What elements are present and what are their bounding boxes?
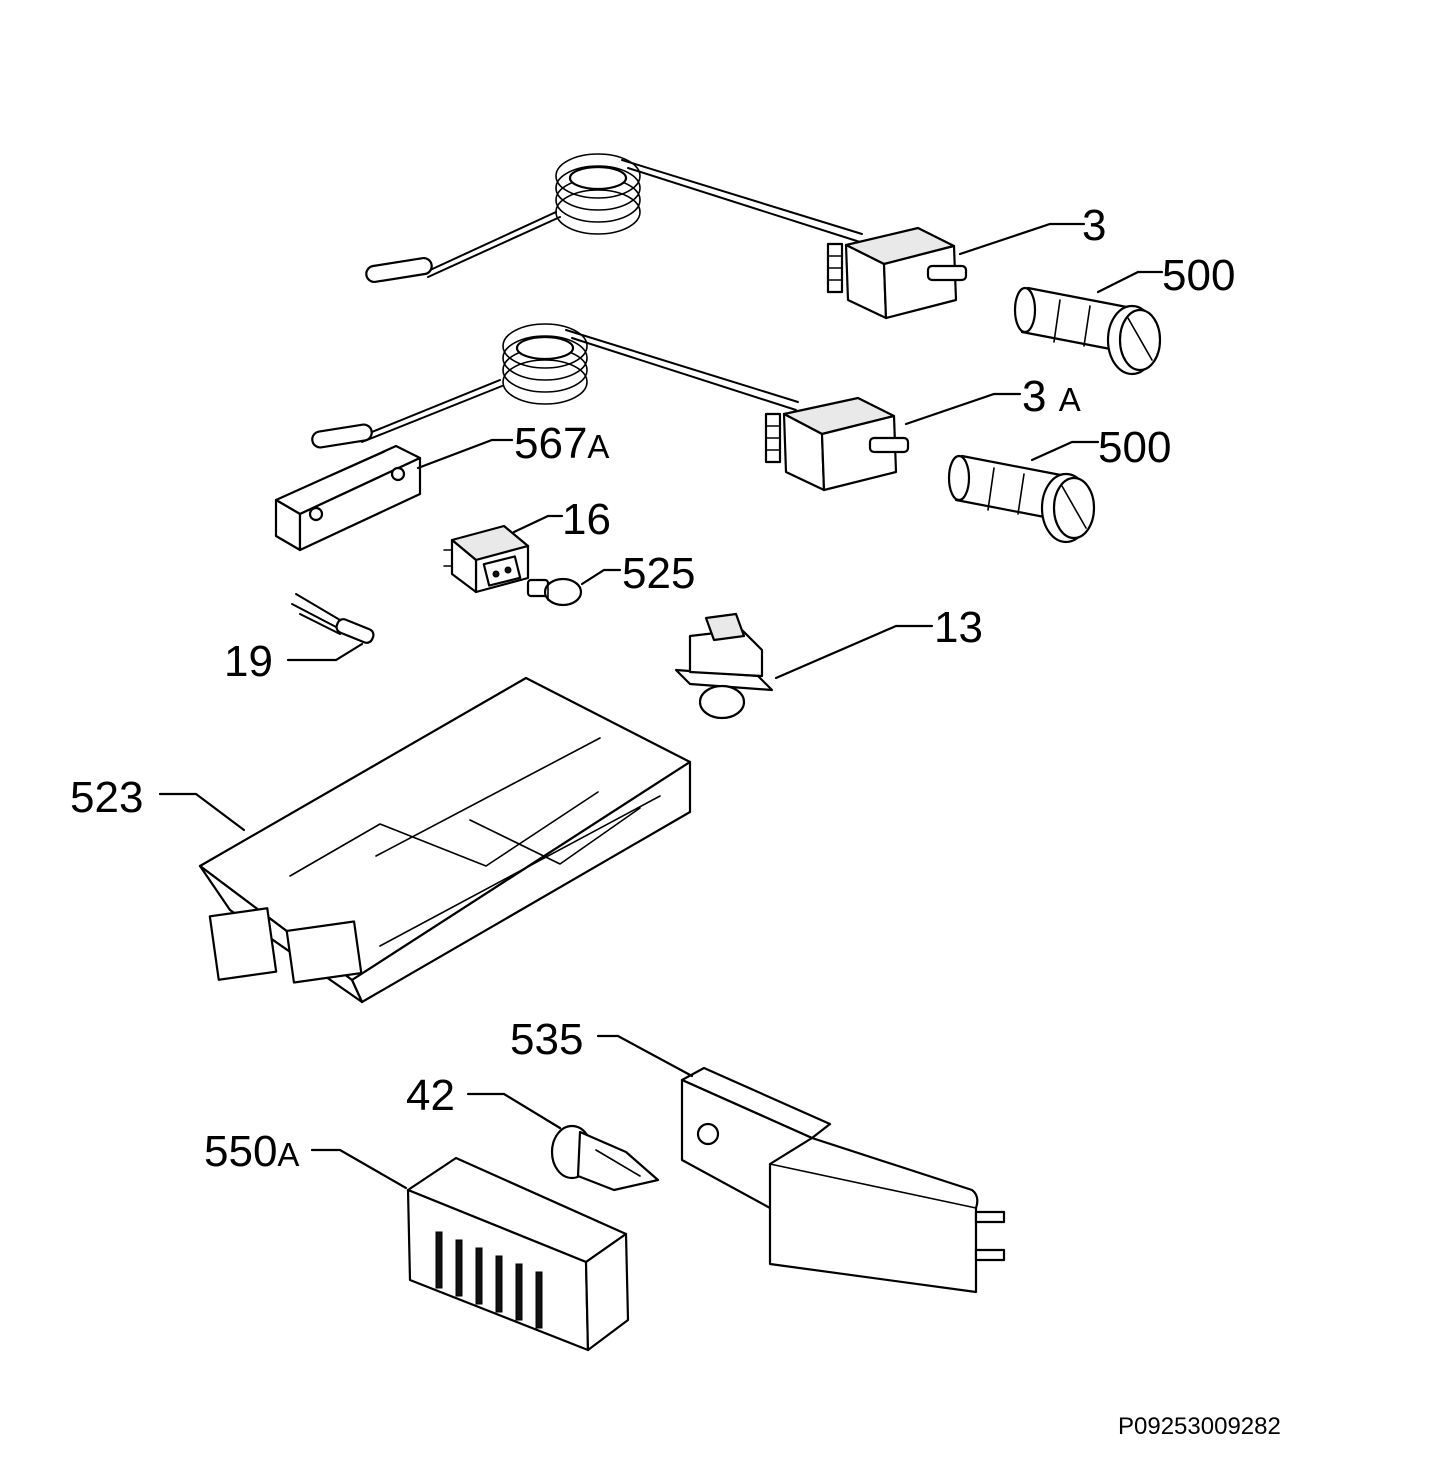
bracket [274,444,422,552]
callout-500-upper: 500 [1162,251,1235,300]
control-housing [198,676,692,1004]
knob-upper [1013,286,1162,376]
lamp-holder [674,612,774,720]
callout-19: 19 [224,637,273,686]
thermostat-shaft [926,264,968,282]
callout-550A: 550A [204,1127,299,1176]
callout-3: 3 [1082,201,1106,250]
thermostat-body-lower [764,396,910,492]
thermostat-shaft [868,436,910,454]
lamp-socket [550,1124,660,1192]
thermostat-body-upper [826,226,968,320]
sensor-bulb-lower [311,423,373,449]
lamp-bulb [526,577,583,607]
reference-code: P09253009282 [1118,1413,1281,1440]
lamp-cover [680,1066,1006,1294]
callout-525: 525 [622,549,695,598]
thermostat-lower [311,323,910,492]
callout-523: 523 [70,773,143,822]
capillary-coil-lower [502,323,588,405]
callout-535: 535 [510,1015,583,1064]
thermostat-upper [365,153,968,320]
capillary-coil-upper [555,153,641,235]
callout-3A: 3 A [1022,372,1081,421]
knob-lower [947,454,1096,544]
callout-500-lower: 500 [1098,423,1171,472]
switch [443,524,530,594]
leader-lines [158,222,1164,1190]
grille-cover [406,1156,630,1352]
callout-567A: 567A [514,419,609,468]
sensor-bulb-upper [365,256,433,284]
callout-13: 13 [934,603,983,652]
callout-42: 42 [406,1071,455,1120]
callout-16: 16 [562,495,611,544]
cable-connector [291,593,375,644]
